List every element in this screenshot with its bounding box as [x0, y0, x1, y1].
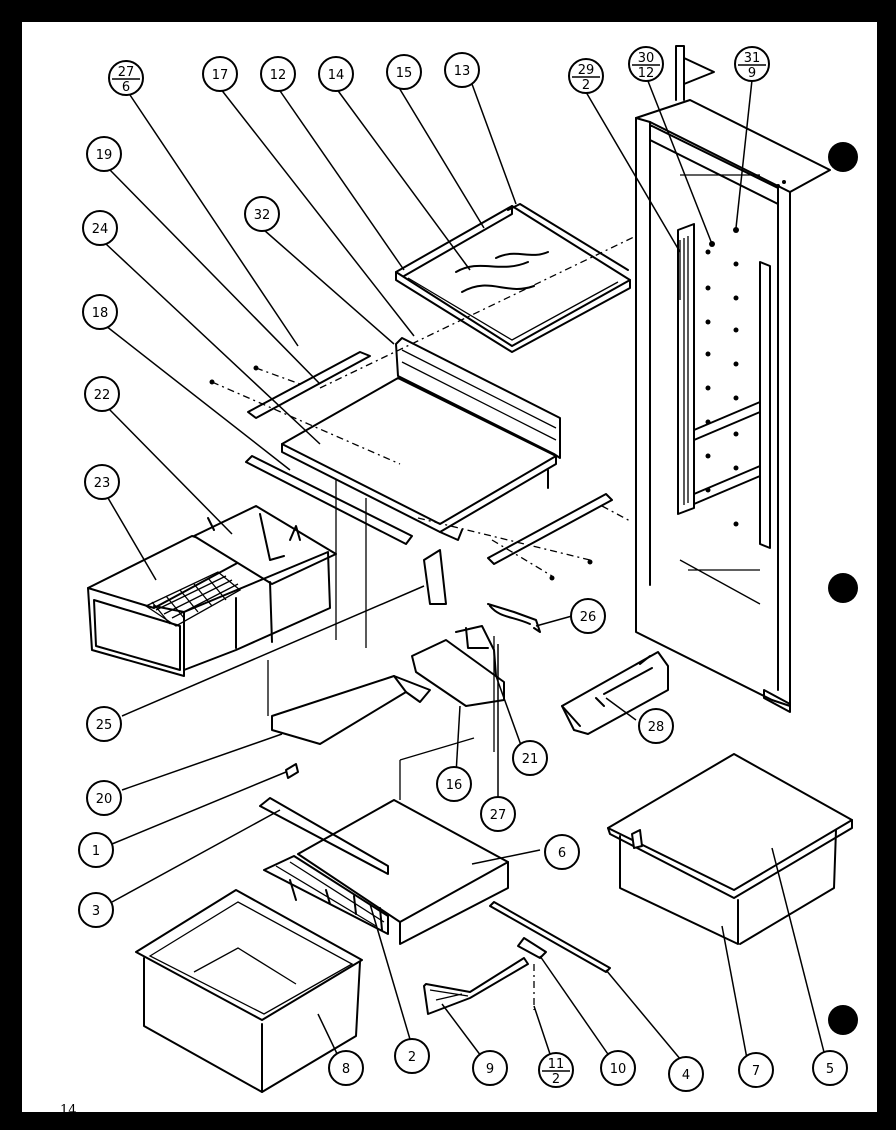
callout-c31-9: 319 [734, 46, 770, 82]
callout-c23: 23 [84, 464, 120, 500]
callout-c27: 27 [480, 796, 516, 832]
svg-text:2: 2 [552, 1072, 560, 1087]
svg-text:28: 28 [648, 720, 665, 735]
svg-text:26: 26 [580, 610, 597, 625]
callout-c20: 20 [86, 780, 122, 816]
svg-text:13: 13 [454, 64, 471, 79]
callout-c22: 22 [84, 376, 120, 412]
callout-c28: 28 [638, 708, 674, 744]
svg-text:7: 7 [752, 1064, 760, 1079]
svg-text:1: 1 [92, 844, 100, 859]
svg-text:10: 10 [610, 1062, 627, 1077]
callout-c21: 21 [512, 740, 548, 776]
svg-text:23: 23 [94, 476, 111, 491]
dairy-door-bin [561, 651, 669, 735]
svg-text:16: 16 [446, 778, 463, 793]
callout-c15: 15 [386, 54, 422, 90]
callout-c9: 9 [472, 1050, 508, 1086]
callout-c6: 6 [544, 834, 580, 870]
svg-text:20: 20 [96, 792, 113, 807]
crisper-pan [135, 889, 363, 1093]
svg-text:25: 25 [96, 718, 113, 733]
callout-c16: 16 [436, 766, 472, 802]
callout-c13: 13 [444, 52, 480, 88]
page-number: 14 [60, 1103, 77, 1112]
callout-c18: 18 [82, 294, 118, 330]
callout-c27-6: 276 [108, 60, 144, 96]
screw-part [285, 763, 299, 779]
svg-text:11: 11 [548, 1057, 565, 1072]
svg-text:27: 27 [490, 808, 507, 823]
callout-c2: 2 [394, 1038, 430, 1074]
svg-text:31: 31 [744, 51, 761, 66]
svg-text:21: 21 [522, 752, 539, 767]
top-hinge-bracket [675, 45, 715, 101]
registration-dot [828, 1005, 858, 1035]
svg-text:9: 9 [748, 66, 756, 81]
svg-text:2: 2 [582, 78, 590, 93]
pan-slide-bracket [267, 480, 495, 800]
callout-c24: 24 [82, 210, 118, 246]
shelf-assembly [245, 337, 561, 545]
support-rails [209, 235, 637, 581]
glass-shelf-upper [395, 203, 631, 353]
svg-text:19: 19 [96, 148, 113, 163]
svg-text:4: 4 [682, 1068, 690, 1083]
svg-text:29: 29 [578, 63, 595, 78]
svg-text:3: 3 [92, 904, 100, 919]
registration-dot [828, 573, 858, 603]
svg-text:15: 15 [396, 66, 413, 81]
svg-text:14: 14 [328, 68, 345, 83]
callout-c17: 17 [202, 56, 238, 92]
svg-text:12: 12 [270, 68, 287, 83]
svg-text:32: 32 [254, 208, 271, 223]
callout-c25: 25 [86, 706, 122, 742]
callout-c10: 10 [600, 1050, 636, 1086]
svg-text:6: 6 [558, 846, 566, 861]
svg-text:9: 9 [486, 1062, 494, 1077]
svg-text:12: 12 [638, 66, 655, 81]
crisper-pan-assembly [87, 505, 337, 677]
callout-c26: 26 [570, 598, 606, 634]
svg-text:24: 24 [92, 222, 109, 237]
registration-dot [828, 142, 858, 172]
drawer-cover [259, 797, 509, 945]
svg-text:2: 2 [408, 1050, 416, 1065]
callout-c1: 1 [78, 832, 114, 868]
shelf-ladder-rails [677, 223, 771, 549]
svg-text:18: 18 [92, 306, 109, 321]
svg-text:8: 8 [342, 1062, 350, 1077]
control-housing [411, 549, 541, 707]
svg-text:30: 30 [638, 51, 655, 66]
meat-keeper [607, 753, 853, 945]
svg-text:17: 17 [212, 68, 229, 83]
callout-c3: 3 [78, 892, 114, 928]
cabinet-liner [635, 99, 831, 713]
svg-text:5: 5 [826, 1062, 834, 1077]
glide-rail [423, 901, 611, 1015]
callout-c4: 4 [668, 1056, 704, 1092]
callout-c14: 14 [318, 56, 354, 92]
callout-c12: 12 [260, 56, 296, 92]
callout-c29-2: 292 [568, 58, 604, 94]
svg-text:22: 22 [94, 388, 111, 403]
leader-lines [105, 75, 827, 1067]
callout-top: 27 [118, 65, 135, 80]
callout-bottom: 6 [122, 80, 130, 95]
callout-c5: 5 [812, 1050, 848, 1086]
callout-c19: 19 [86, 136, 122, 172]
callout-c7: 7 [738, 1052, 774, 1088]
callout-c8: 8 [328, 1050, 364, 1086]
callout-c11-2: 112 [538, 1052, 574, 1088]
callout-c32: 32 [244, 196, 280, 232]
